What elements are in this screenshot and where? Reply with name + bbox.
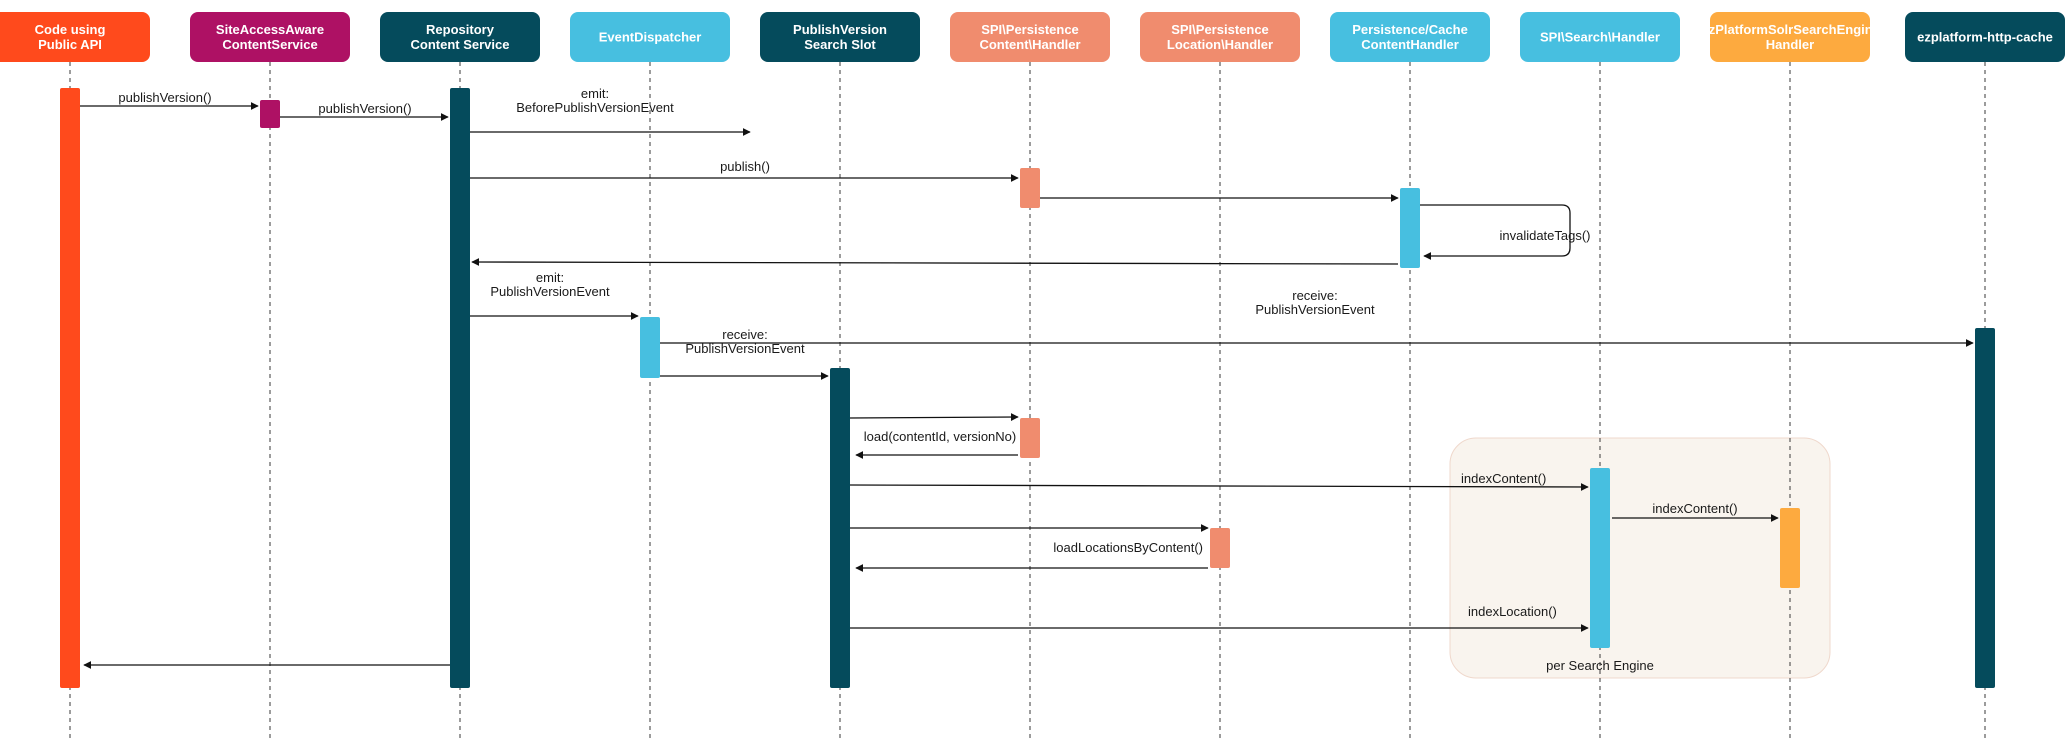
- participant-label: ContentHandler: [1361, 37, 1459, 52]
- participant-box: [570, 12, 730, 62]
- participant-box: [1520, 12, 1680, 62]
- participant-label: EzPlatformSolrSearchEngine: [1700, 22, 1880, 37]
- participant-label: EventDispatcher: [599, 30, 702, 45]
- message-label: invalidateTags(): [1499, 228, 1590, 243]
- participant-label: Content Service: [411, 37, 510, 52]
- message-label: indexContent(): [1461, 471, 1546, 486]
- message-m0: publishVersion(): [80, 90, 259, 110]
- participant-label: SiteAccessAware: [216, 22, 324, 37]
- activation-p6-7: [1210, 528, 1230, 568]
- message-label: loadLocationsByContent(): [1053, 540, 1203, 555]
- participant-box: [760, 12, 920, 62]
- participant-p10: ezplatform-http-cache: [1905, 12, 2065, 62]
- message-m10: [849, 413, 1019, 422]
- message-label: emit:: [536, 270, 564, 285]
- message-m7: emit:PublishVersionEvent: [470, 270, 639, 320]
- participant-label: Code using: [35, 22, 106, 37]
- activation-p5-5: [1020, 168, 1040, 208]
- participant-box: [1905, 12, 2065, 62]
- message-m6: [471, 258, 1399, 267]
- activation-p4-4: [830, 368, 850, 688]
- participant-box: [190, 12, 350, 62]
- message-label: indexLocation(): [1468, 604, 1557, 619]
- participant-box: [380, 12, 540, 62]
- message-m12: indexContent(): [849, 471, 1589, 491]
- message-m8: receive:PublishVersionEvent: [660, 288, 1974, 347]
- message-label: indexContent(): [1652, 501, 1737, 516]
- activation-p5-6: [1020, 418, 1040, 458]
- activation-p10-11: [1975, 328, 1995, 688]
- participant-p8: SPI\Search\Handler: [1520, 12, 1680, 62]
- participant-label: Public API: [38, 37, 102, 52]
- participant-box: [1710, 12, 1870, 62]
- activation-p3-3: [640, 317, 660, 378]
- participant-label: ContentService: [222, 37, 317, 52]
- participant-label: Persistence/Cache: [1352, 22, 1468, 37]
- message-m5: invalidateTags(): [1420, 204, 1591, 260]
- activation-p1-1: [260, 100, 280, 128]
- message-label: PublishVersionEvent: [490, 284, 610, 299]
- message-label: publishVersion(): [118, 90, 211, 105]
- participant-label: SPI\Search\Handler: [1540, 30, 1660, 45]
- participant-label: SPI\Persistence: [981, 22, 1079, 37]
- message-label: receive:: [722, 327, 768, 342]
- participant-box: [950, 12, 1110, 62]
- message-arrow: [849, 482, 1589, 491]
- participant-label: SPI\Persistence: [1171, 22, 1269, 37]
- participant-label: PublishVersion: [793, 22, 887, 37]
- participant-box: [0, 12, 150, 62]
- message-m2: emit:BeforePublishVersionEvent: [470, 86, 751, 136]
- message-m16: indexLocation(): [850, 604, 1589, 632]
- message-m3: publish(): [470, 159, 1019, 182]
- message-m15: loadLocationsByContent(): [855, 540, 1208, 572]
- message-arrow: [471, 258, 1399, 267]
- activation-p7-8: [1400, 188, 1420, 268]
- participant-box: [1330, 12, 1490, 62]
- message-m1: publishVersion(): [280, 101, 449, 121]
- participant-label: Handler: [1766, 37, 1814, 52]
- activation-p8-9: [1590, 468, 1610, 648]
- search-engine-frame: [1449, 437, 1831, 679]
- message-m9: receive:PublishVersionEvent: [660, 327, 829, 380]
- participant-label: Location\Handler: [1167, 37, 1273, 52]
- message-m13: indexContent(): [1612, 501, 1779, 522]
- activation-p9-10: [1780, 508, 1800, 588]
- participant-label: ezplatform-http-cache: [1917, 30, 2053, 45]
- message-label: publish(): [720, 159, 770, 174]
- participant-label: Search Slot: [804, 37, 876, 52]
- participant-label: Content\Handler: [979, 37, 1080, 52]
- message-label: emit:: [581, 86, 609, 101]
- message-arrow: [1420, 204, 1571, 260]
- message-label: load(contentId, versionNo): [864, 429, 1016, 444]
- participant-label: Repository: [426, 22, 495, 37]
- message-label: receive:: [1292, 288, 1338, 303]
- activation-p0-0: [60, 88, 80, 688]
- message-label: PublishVersionEvent: [1255, 302, 1375, 317]
- message-label: BeforePublishVersionEvent: [516, 100, 674, 115]
- activation-p2-2: [450, 88, 470, 688]
- message-m11: load(contentId, versionNo): [855, 429, 1018, 459]
- participant-p3: EventDispatcher: [570, 12, 730, 62]
- message-label: PublishVersionEvent: [685, 341, 805, 356]
- message-arrow: [849, 413, 1019, 422]
- message-label: publishVersion(): [318, 101, 411, 116]
- participant-box: [1140, 12, 1300, 62]
